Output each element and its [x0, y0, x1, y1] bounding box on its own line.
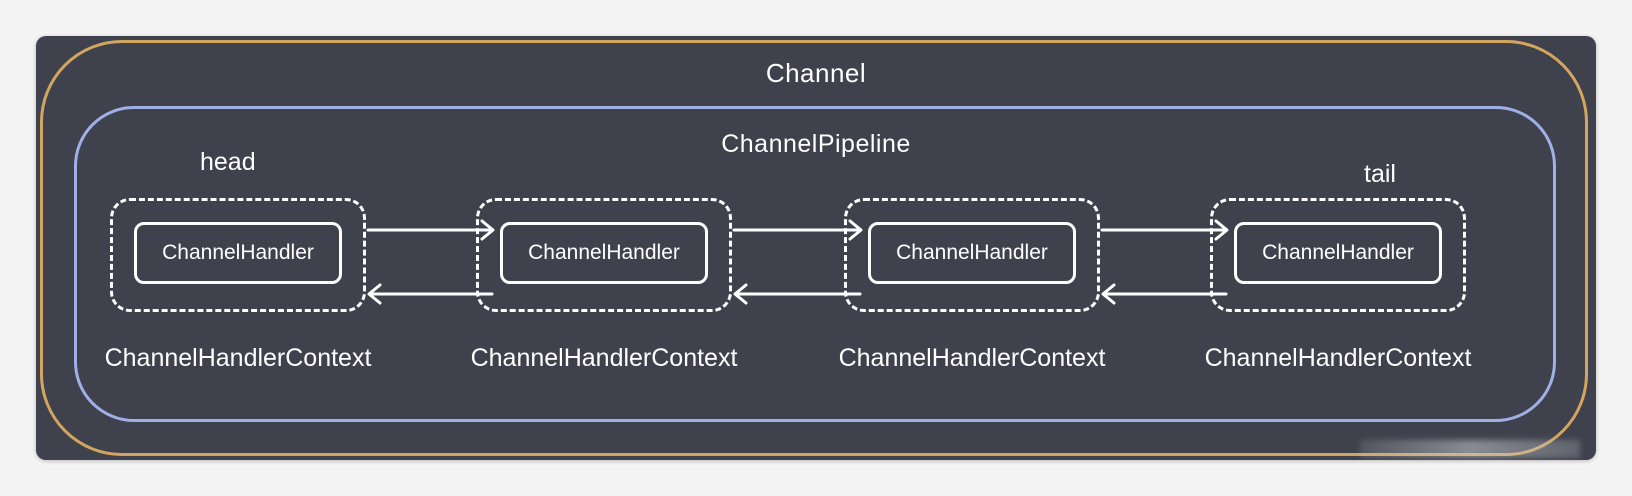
prev-arrow-1 [367, 283, 494, 305]
next-arrow-3 [1100, 219, 1229, 241]
tail-label: tail [1364, 160, 1396, 188]
handler-box-1: ChannelHandler [134, 222, 342, 284]
watermark-blur [1360, 440, 1580, 458]
prev-arrow-3 [1101, 283, 1228, 305]
handler-box-2: ChannelHandler [500, 222, 708, 284]
pipeline-label: ChannelPipeline [721, 130, 911, 158]
context-label-1: ChannelHandlerContext [104, 344, 372, 372]
next-arrow-1 [366, 219, 495, 241]
next-arrow-2 [732, 219, 863, 241]
head-label: head [200, 148, 256, 176]
handler-box-3: ChannelHandler [868, 222, 1076, 284]
context-label-4: ChannelHandlerContext [1204, 344, 1472, 372]
context-box-2 [476, 198, 732, 312]
pipeline-container [74, 106, 1556, 422]
context-box-3 [844, 198, 1100, 312]
channel-label: Channel [765, 58, 867, 88]
context-label-3: ChannelHandlerContext [838, 344, 1106, 372]
prev-arrow-2 [733, 283, 862, 305]
context-box-1 [110, 198, 366, 312]
context-box-4 [1210, 198, 1466, 312]
handler-box-4: ChannelHandler [1234, 222, 1442, 284]
context-label-2: ChannelHandlerContext [470, 344, 738, 372]
